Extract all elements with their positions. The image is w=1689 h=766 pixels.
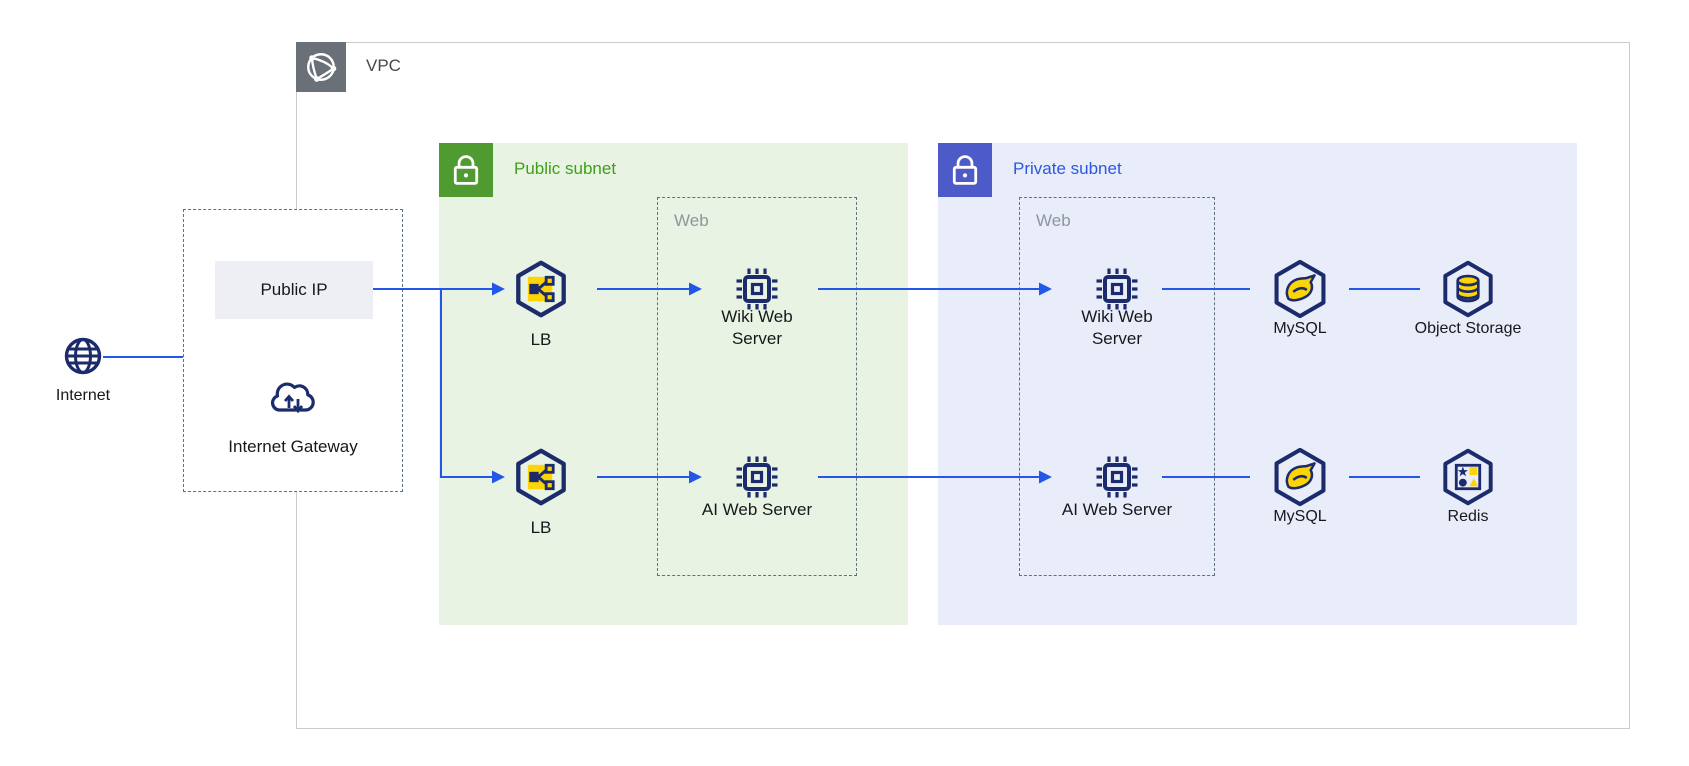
internet-gateway-label: Internet Gateway xyxy=(228,437,358,456)
internet-label: Internet xyxy=(55,387,111,404)
public-ip-box: Public IP xyxy=(215,261,373,319)
public-wiki-web-server-label: Wiki Web Server xyxy=(721,307,793,348)
public-subnet xyxy=(439,143,908,625)
public-subnet-lock-icon xyxy=(439,143,493,197)
mysql-bottom-icon xyxy=(1269,446,1331,508)
private-subnet-lock-icon xyxy=(938,143,992,197)
load-balancer-bottom-icon xyxy=(511,447,571,507)
public-web-group xyxy=(657,197,857,576)
load-balancer-bottom-label: LB xyxy=(530,518,552,537)
vpc-network-icon xyxy=(296,42,346,92)
internet-gateway-group xyxy=(183,209,403,492)
mysql-top-icon xyxy=(1269,258,1331,320)
mysql-bottom-label: MySQL xyxy=(1273,508,1327,525)
public-wiki-web-server-icon xyxy=(735,267,779,311)
vpc-label: VPC xyxy=(366,56,401,75)
object-storage-label: Object Storage xyxy=(1414,320,1522,337)
redis-icon xyxy=(1438,447,1498,507)
private-wiki-web-server-label: Wiki Web Server xyxy=(1081,307,1153,348)
private-subnet xyxy=(938,143,1577,625)
private-web-group xyxy=(1019,197,1215,576)
public-ai-web-server-label: AI Web Server xyxy=(701,500,813,519)
private-subnet-label: Private subnet xyxy=(1013,159,1122,178)
redis-label: Redis xyxy=(1447,508,1489,525)
public-subnet-label: Public subnet xyxy=(514,159,617,178)
internet-globe-icon xyxy=(63,336,103,376)
load-balancer-top-icon xyxy=(511,259,571,319)
object-storage-icon xyxy=(1438,259,1498,319)
private-ai-web-server-icon xyxy=(1095,455,1139,499)
load-balancer-top-label: LB xyxy=(530,330,552,349)
mysql-top-label: MySQL xyxy=(1273,320,1327,337)
private-web-group-label: Web xyxy=(1036,211,1071,230)
internet-gateway-icon xyxy=(267,381,319,423)
public-web-group-label: Web xyxy=(674,211,709,230)
private-ai-web-server-label: AI Web Server xyxy=(1061,500,1173,519)
public-ai-web-server-icon xyxy=(735,455,779,499)
public-ip-label: Public IP xyxy=(260,280,328,299)
private-wiki-web-server-icon xyxy=(1095,267,1139,311)
